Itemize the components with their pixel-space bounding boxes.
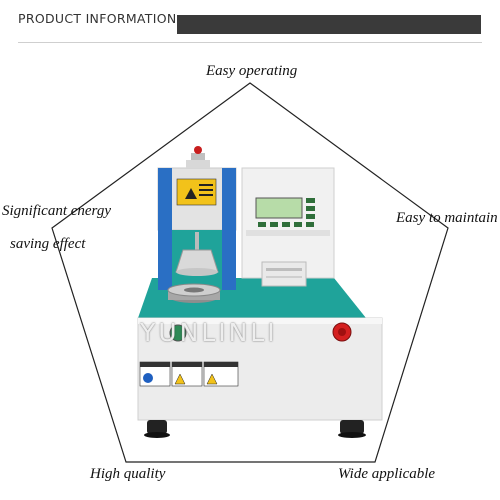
machine-foot-left	[147, 420, 167, 434]
brand-watermark: YUNLINLI	[140, 318, 278, 347]
warning-label	[176, 178, 217, 206]
side-panel-blue	[158, 168, 172, 290]
feature-energy-saving-line1: Significant energy	[2, 203, 111, 219]
feature-easy-maintain: Easy to maintain	[396, 210, 498, 226]
lcd-screen	[255, 197, 303, 219]
power-knob	[169, 324, 187, 342]
feature-wide-applicable: Wide applicable	[338, 466, 436, 482]
feature-pentagon	[51, 82, 449, 463]
header-bar	[177, 15, 481, 34]
panel-button	[306, 198, 315, 203]
top-valve-knob	[194, 146, 202, 154]
machine	[137, 146, 383, 438]
feature-high-quality: High quality	[90, 466, 166, 482]
machine-foot-right	[340, 420, 364, 434]
section-title: PRODUCT INFORMATION	[18, 11, 177, 26]
feature-easy-operating: Easy operating	[206, 63, 298, 79]
printer	[261, 261, 307, 287]
header-divider	[18, 42, 482, 43]
feature-energy-saving-line2: saving effect	[10, 236, 86, 252]
